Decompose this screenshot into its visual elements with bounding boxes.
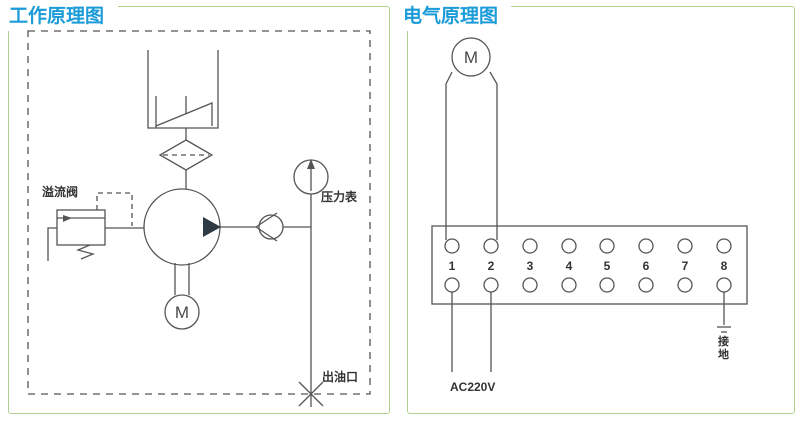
motor-wire-1 bbox=[445, 71, 453, 240]
terminal-number: 8 bbox=[721, 259, 728, 273]
electric-motor-letter: M bbox=[464, 48, 478, 67]
hydraulic-panel-title: 工作原理图 bbox=[8, 5, 119, 31]
pressure-gauge-symbol bbox=[293, 159, 329, 195]
terminal-number: 2 bbox=[488, 259, 495, 273]
motor-wire-2 bbox=[489, 71, 498, 240]
terminal-block bbox=[431, 225, 748, 305]
terminal-number: 7 bbox=[682, 259, 689, 273]
terminal-number: 6 bbox=[643, 259, 650, 273]
terminal-number: 5 bbox=[604, 259, 611, 273]
terminal-number: 3 bbox=[527, 259, 534, 273]
hydraulic-schematic bbox=[27, 30, 371, 407]
relief-valve-symbol bbox=[47, 192, 144, 261]
filter-symbol bbox=[158, 139, 214, 171]
electrical-panel: 电气原理图 bbox=[402, 5, 795, 414]
power-supply-label: AC220V bbox=[450, 380, 496, 394]
relief-valve-label: 溢流阀 bbox=[42, 185, 79, 199]
pressure-gauge-label: 压力表 bbox=[321, 190, 358, 204]
gauge-needle-arrow bbox=[307, 159, 315, 169]
pump-flow-arrow bbox=[203, 217, 221, 237]
pump-motor-letter: M bbox=[175, 303, 189, 322]
ground-symbol bbox=[717, 292, 731, 333]
enclosure-dashed-border bbox=[27, 30, 371, 395]
pump-symbol bbox=[143, 188, 221, 266]
electric-motor-symbol bbox=[451, 37, 491, 77]
terminal-numbers: 1 2 3 4 5 6 7 8 bbox=[449, 259, 728, 273]
relief-valve-arrow bbox=[63, 215, 72, 222]
check-valve-symbol bbox=[255, 212, 311, 242]
terminal-number: 1 bbox=[449, 259, 456, 273]
terminal-circles-bottom bbox=[444, 277, 732, 293]
terminal-number: 4 bbox=[566, 259, 573, 273]
terminal-circles-top bbox=[444, 238, 732, 254]
electrical-schematic bbox=[431, 37, 748, 372]
outlet-cross-icon bbox=[298, 381, 324, 407]
oil-outlet-label: 出油口 bbox=[322, 370, 359, 384]
oil-tank-symbol bbox=[147, 50, 219, 129]
pump-motor-symbol bbox=[164, 263, 200, 330]
spring-icon bbox=[75, 244, 96, 260]
electrical-panel-title: 电气原理图 bbox=[402, 5, 512, 31]
ground-label: 接地 bbox=[718, 336, 729, 361]
